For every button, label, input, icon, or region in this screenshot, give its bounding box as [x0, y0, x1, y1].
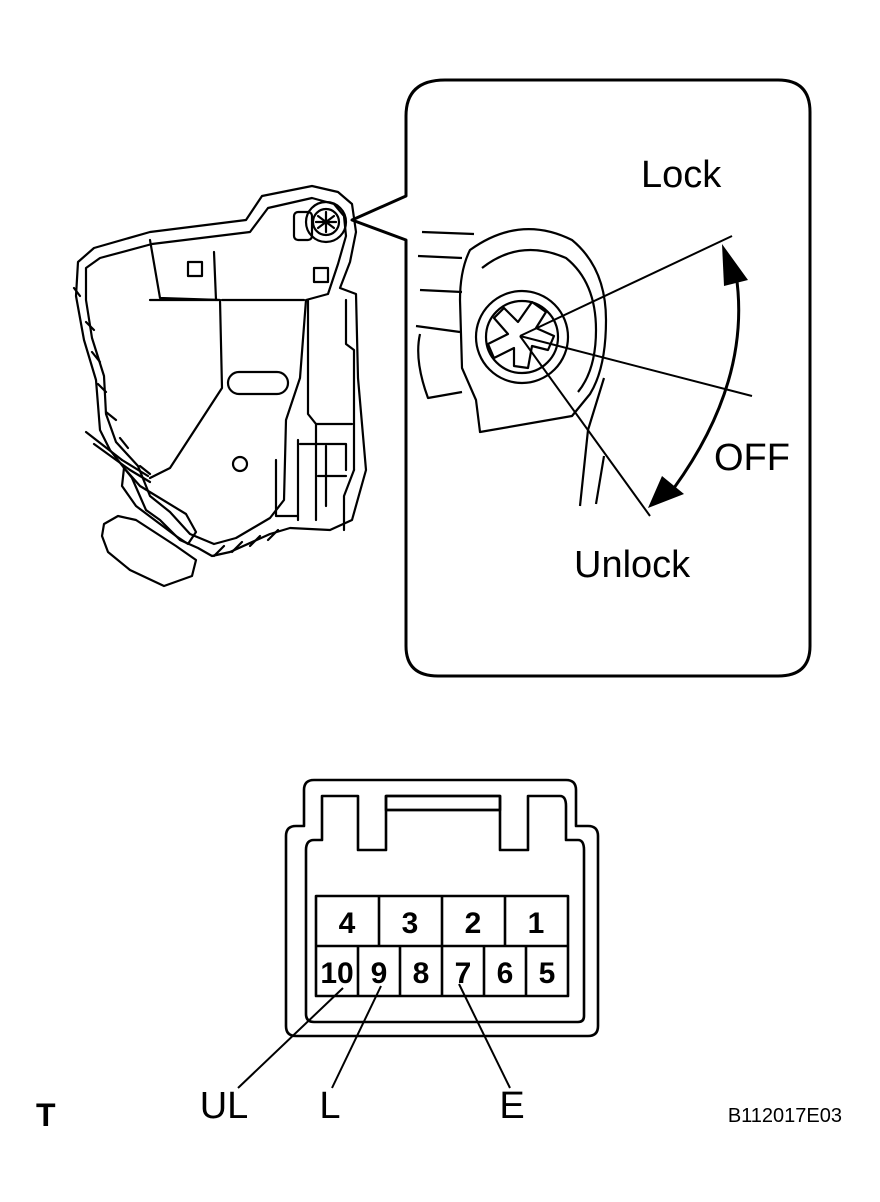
door-lock-assembly: [72, 184, 368, 588]
lock-position-label: Lock: [641, 154, 722, 196]
callout-leader-lines: [237, 983, 511, 1089]
position-indicator-lines: [519, 235, 753, 517]
pin-5: 5: [539, 957, 556, 990]
pin-9: 9: [371, 957, 388, 990]
pin-4: 4: [339, 907, 356, 940]
pin-1: 1: [528, 907, 545, 940]
callout-ul: UL: [200, 1085, 249, 1127]
pin-8: 8: [413, 957, 430, 990]
switch-knob-magnified: [415, 228, 608, 507]
callout-l: L: [319, 1085, 340, 1127]
detail-callout: [350, 78, 812, 678]
rotation-arrow: [648, 244, 748, 508]
off-position-label: OFF: [714, 437, 790, 479]
corner-mark: T: [36, 1097, 56, 1133]
unlock-position-label: Unlock: [574, 544, 691, 586]
pin-2: 2: [465, 907, 482, 940]
pin-7: 7: [455, 957, 472, 990]
callout-e: E: [499, 1085, 524, 1127]
connector-housing: [284, 778, 600, 1038]
pin-10: 10: [320, 957, 353, 990]
pin-6: 6: [497, 957, 514, 990]
pin-3: 3: [402, 907, 419, 940]
figure-code: B112017E03: [728, 1105, 842, 1127]
